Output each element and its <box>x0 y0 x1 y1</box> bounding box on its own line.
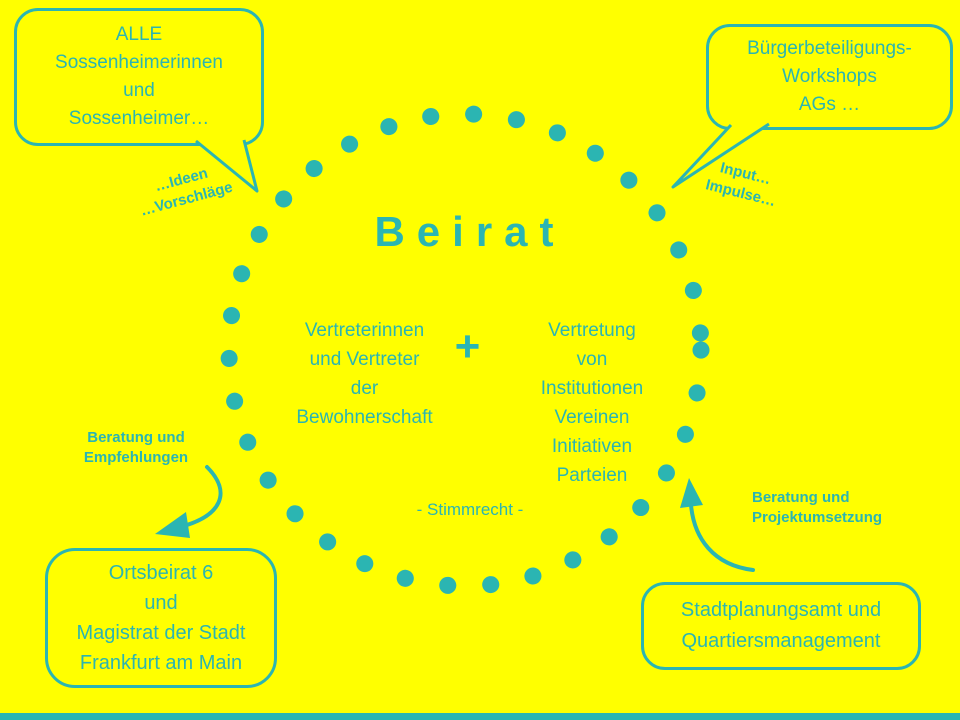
ideas-annotation: …Ideen …Vorschläge <box>138 164 235 220</box>
voting-right-note: - Stimmrecht - <box>416 500 524 519</box>
curved-arrow-left-icon <box>178 465 223 529</box>
institutions-text: Vertretung von Institutionen Vereinen In… <box>540 320 644 486</box>
curved-arrow-right-icon <box>689 503 755 572</box>
advice-implementation-annotation: Beratung und Projektumsetzung <box>752 489 883 526</box>
diagram-title: Beirat <box>374 208 566 255</box>
slide-edge-bar <box>0 713 960 720</box>
representatives-text: Vertreterinnen und Vertreter der Bewohne… <box>296 320 433 428</box>
advice-recommendations-annotation: Beratung und Empfehlungen <box>83 429 189 466</box>
curved-arrow-left-head-icon <box>155 512 190 538</box>
box-stadtplanungsamt: Stadtplanungsamt und Quartiersmanagement <box>641 582 921 670</box>
plus-icon: + <box>454 322 481 371</box>
box-ortsbeirat-magistrat: Ortsbeirat 6 und Magistrat der Stadt Fra… <box>45 548 277 688</box>
speech-bubble-residents: ALLE Sossenheimerinnen und Sossenheimer… <box>14 8 264 146</box>
speech-bubble-workshops: Bürgerbeteiligungs- Workshops AGs … <box>706 24 953 130</box>
input-annotation: Input… Impulse… <box>703 159 778 211</box>
